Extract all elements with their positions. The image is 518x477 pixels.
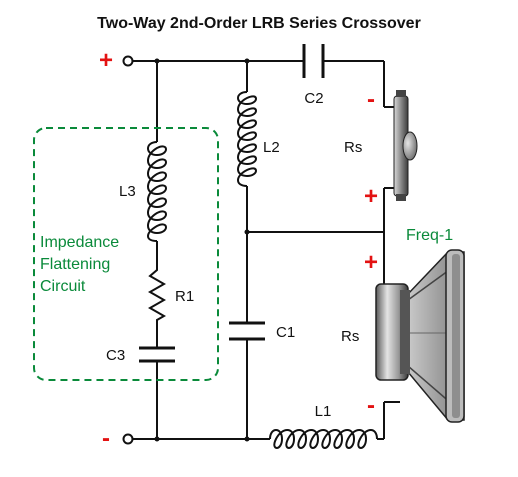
tweeter-speaker: Rs - + — [344, 86, 418, 210]
resistor-r1: R1 — [147, 262, 194, 328]
c3-label: C3 — [106, 347, 125, 364]
l3-label: L3 — [119, 183, 136, 200]
inductor-l2: L2 — [237, 91, 280, 187]
l2-label: L2 — [263, 139, 280, 156]
c2-label: C2 — [304, 90, 323, 107]
input-minus-terminal: - — [102, 425, 134, 452]
r1-label: R1 — [175, 288, 194, 305]
woofer-rs-label: Rs — [341, 328, 359, 345]
wiring — [133, 60, 400, 440]
freq-label: Freq-1 — [406, 227, 453, 244]
input-minus-sign: - — [102, 425, 110, 452]
tweeter-minus-sign: - — [367, 86, 375, 113]
capacitor-c3: C3 — [106, 346, 175, 364]
capacitor-c1: C1 — [229, 321, 295, 341]
impedance-label-line1: Impedance — [40, 234, 119, 251]
input-plus-sign: + — [99, 47, 113, 74]
inductor-l3: L3 — [119, 141, 167, 242]
c1-label: C1 — [276, 324, 295, 341]
diagram-title: Two-Way 2nd-Order LRB Series Crossover — [97, 15, 421, 32]
inductor-l1: L1 — [269, 403, 378, 449]
impedance-label-line2: Flattening — [40, 256, 110, 273]
l1-label: L1 — [315, 403, 332, 420]
woofer-plus-sign: + — [364, 249, 378, 276]
woofer-minus-sign: - — [367, 392, 375, 419]
junction-dots — [154, 58, 250, 442]
capacitor-c2: C2 — [302, 44, 325, 107]
impedance-label-line3: Circuit — [40, 278, 86, 295]
woofer-speaker: Rs + - — [341, 249, 465, 423]
input-plus-terminal: + — [99, 47, 134, 74]
impedance-flattening-box: Impedance Flattening Circuit — [33, 127, 219, 381]
tweeter-plus-sign: + — [364, 183, 378, 210]
tweeter-rs-label: Rs — [344, 139, 362, 156]
